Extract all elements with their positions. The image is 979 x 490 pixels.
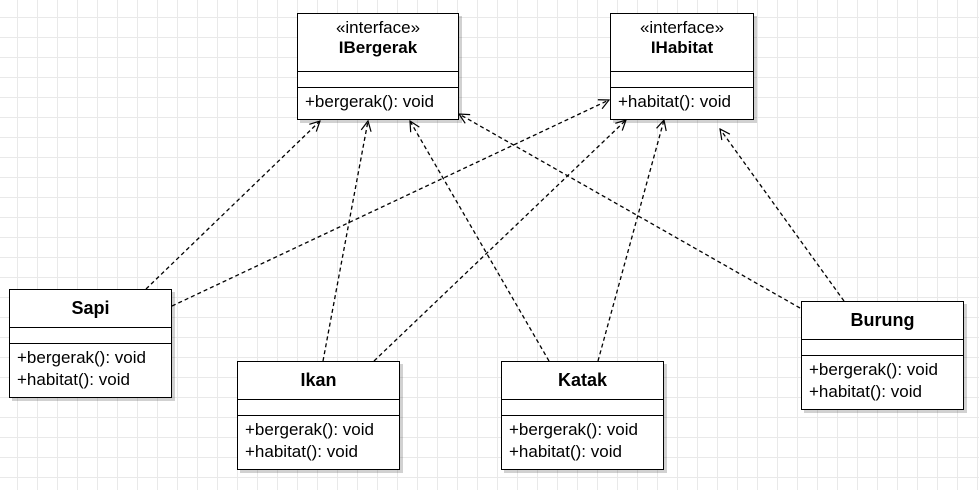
interface-ihabitat[interactable]: «interface» IHabitat +habitat(): void xyxy=(610,13,754,120)
operation: +habitat(): void xyxy=(509,442,622,461)
operations-compartment: +habitat(): void xyxy=(611,88,753,113)
realization-ikan-ihabitat[interactable] xyxy=(373,120,626,362)
class-header: Sapi xyxy=(10,290,171,328)
class-header: Ikan xyxy=(238,362,399,400)
attributes-compartment xyxy=(10,328,171,344)
class-header: Katak xyxy=(502,362,663,400)
class-header: Burung xyxy=(802,302,963,340)
realization-katak-ibergerak[interactable] xyxy=(410,121,550,362)
operation: +bergerak(): void xyxy=(245,420,374,439)
class-name: Burung xyxy=(850,310,915,330)
attributes-compartment xyxy=(298,72,458,88)
operations-compartment: +bergerak(): void +habitat(): void xyxy=(502,416,663,463)
class-burung[interactable]: Burung +bergerak(): void +habitat(): voi… xyxy=(801,301,964,410)
operation: +bergerak(): void xyxy=(305,92,434,111)
class-name: Katak xyxy=(557,370,608,390)
operation: +habitat(): void xyxy=(618,92,731,111)
operation: +bergerak(): void xyxy=(809,360,938,379)
realization-sapi-ibergerak[interactable] xyxy=(145,121,320,290)
operation: +bergerak(): void xyxy=(17,348,146,367)
interface-header: «interface» IHabitat xyxy=(611,14,753,72)
interface-header: «interface» IBergerak xyxy=(298,14,458,72)
stereotype-label: «interface» xyxy=(335,18,421,37)
interface-ibergerak[interactable]: «interface» IBergerak +bergerak(): void xyxy=(297,13,459,120)
realization-burung-ihabitat[interactable] xyxy=(720,129,845,302)
operations-compartment: +bergerak(): void +habitat(): void xyxy=(802,356,963,403)
operations-compartment: +bergerak(): void +habitat(): void xyxy=(238,416,399,463)
attributes-compartment xyxy=(611,72,753,88)
operations-compartment: +bergerak(): void +habitat(): void xyxy=(10,344,171,391)
operations-compartment: +bergerak(): void xyxy=(298,88,458,113)
operation: +habitat(): void xyxy=(809,382,922,401)
attributes-compartment xyxy=(502,400,663,416)
realization-katak-ihabitat[interactable] xyxy=(597,120,664,362)
interface-name: IHabitat xyxy=(650,38,714,57)
class-name: Sapi xyxy=(71,298,110,318)
interface-name: IBergerak xyxy=(338,38,418,57)
attributes-compartment xyxy=(238,400,399,416)
stereotype-label: «interface» xyxy=(639,18,725,37)
class-katak[interactable]: Katak +bergerak(): void +habitat(): void xyxy=(501,361,664,470)
realization-ikan-ibergerak[interactable] xyxy=(322,121,368,362)
class-name: Ikan xyxy=(300,370,337,390)
operation: +bergerak(): void xyxy=(509,420,638,439)
operation: +habitat(): void xyxy=(245,442,358,461)
class-sapi[interactable]: Sapi +bergerak(): void +habitat(): void xyxy=(9,289,172,398)
attributes-compartment xyxy=(802,340,963,356)
operation: +habitat(): void xyxy=(17,370,130,389)
realization-burung-ibergerak[interactable] xyxy=(459,114,801,309)
realization-sapi-ihabitat[interactable] xyxy=(171,100,609,307)
class-ikan[interactable]: Ikan +bergerak(): void +habitat(): void xyxy=(237,361,400,470)
